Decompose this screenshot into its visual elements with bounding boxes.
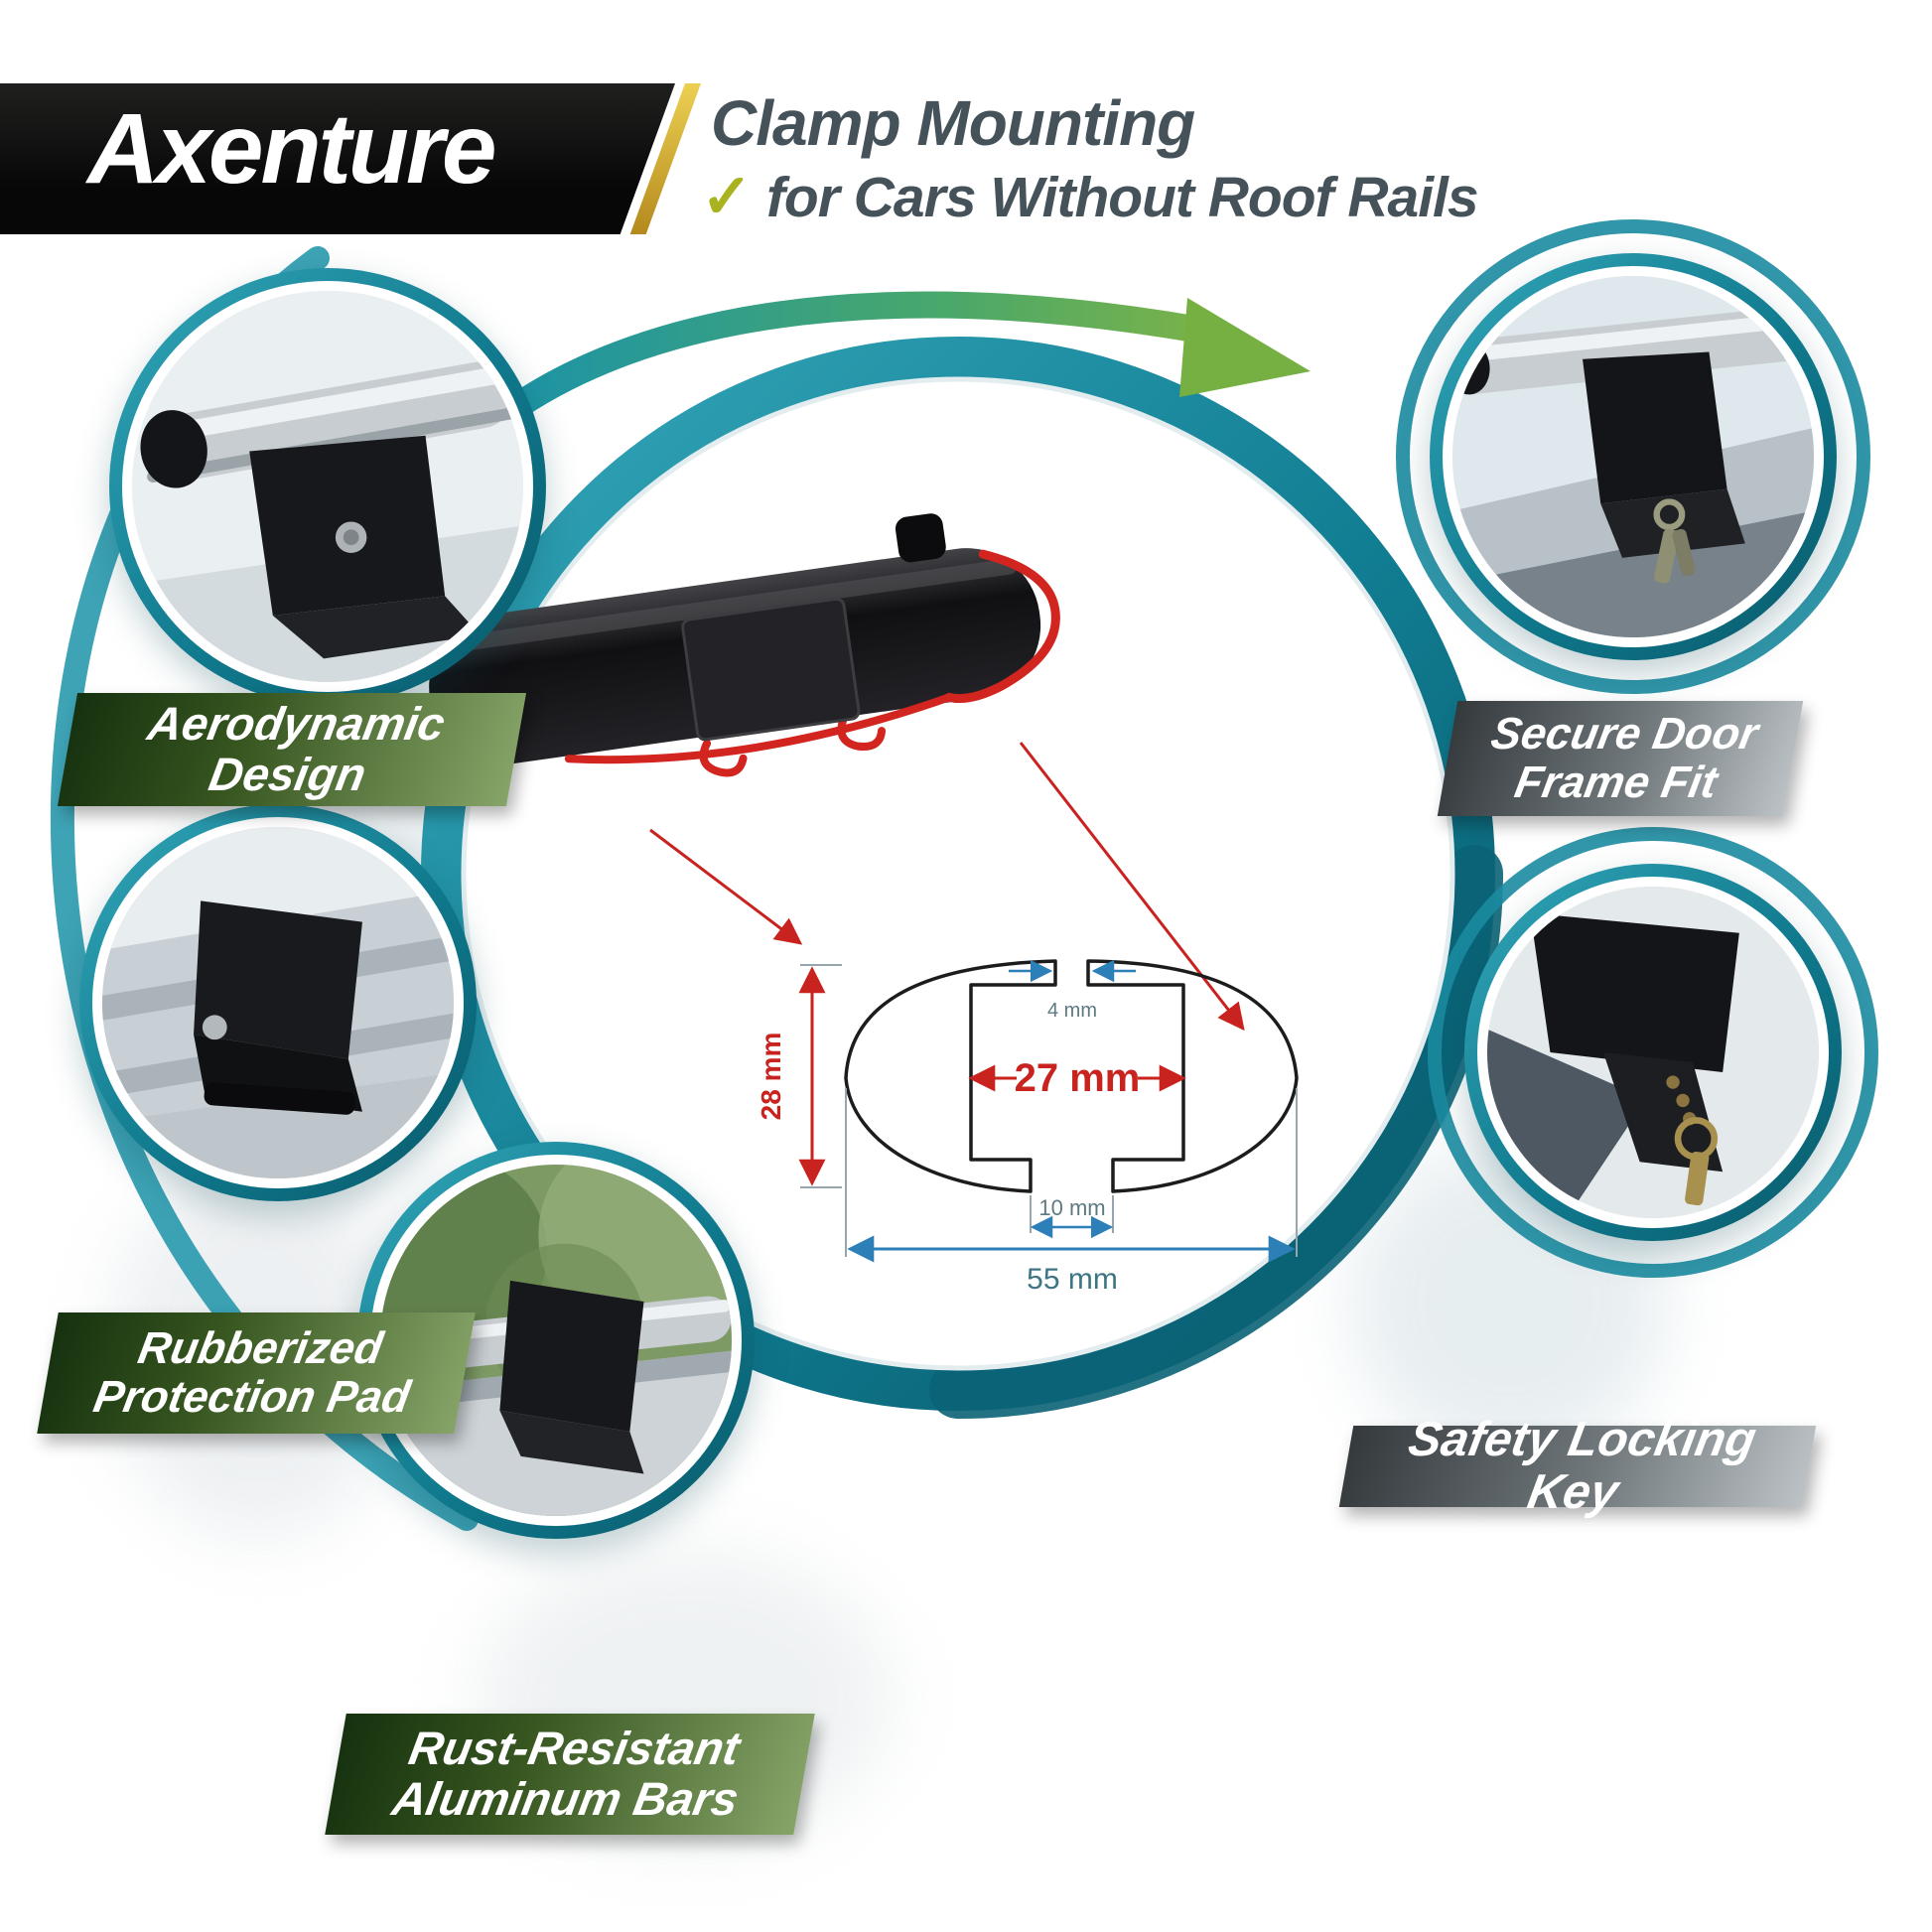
dim-10mm-label: 10 mm [1038,1195,1105,1220]
label-rust-resistant-aluminum-bars: Rust-Resistant Aluminum Bars [325,1714,815,1835]
title-line1: Clamp Mounting [711,87,1195,159]
label-aerodynamic-design: Aerodynamic Design [57,693,527,806]
photo-aerodynamic-bar [132,291,523,682]
feature-circle-secure-fit [1430,253,1837,660]
photo-rubberized-pad [102,827,454,1178]
dim-27mm-label: 27 mm [1015,1056,1141,1100]
feature-circle-rubberized [79,804,477,1201]
circle-white-rim [92,817,464,1188]
label-line: Design [205,748,370,800]
label-rubberized-protection-pad: Rubberized Protection Pad [37,1312,476,1434]
brand-logo: Axenture [87,93,496,205]
circle-white-rim [122,281,533,692]
dim-4mm-label: 4 mm [1047,1000,1097,1022]
label-line: Aerodynamic [144,697,450,751]
photo-door-frame-clamp [1452,276,1814,637]
label-line: Safety Locking Key [1404,1413,1760,1519]
label-line: Secure Door [1487,708,1762,759]
label-line: Protection Pad [89,1371,415,1422]
label-line: Rubberized [134,1322,387,1374]
circle-white-rim [1443,266,1824,647]
feature-circle-safety-key [1464,864,1842,1241]
title-line2: for Cars Without Roof Rails [765,165,1479,229]
dimension-drawing: 4 mm 27 mm 28 mm 10 mm 55 mm [756,959,1299,1296]
circle-white-rim [1477,877,1829,1228]
dim-28mm-label: 28 mm [756,1033,786,1121]
label-safety-locking-key: Safety Locking Key [1338,1413,1817,1519]
dim-55mm-label: 55 mm [1027,1263,1118,1296]
header: Axenture Clamp Mounting ✓ for Cars Witho… [0,0,1932,258]
flow-arrow [483,291,1211,435]
title-line2-row: ✓ for Cars Without Roof Rails [701,163,1479,231]
leader-lines [649,742,1245,1032]
photo-locking-key [1487,887,1819,1218]
label-line: Rust-Resistant [405,1722,745,1775]
feature-circle-aerodynamic [109,268,546,705]
label-secure-door-frame-fit: Secure Door Frame Fit [1437,701,1804,816]
flow-arrow-head [1179,298,1311,397]
checkmark-icon: ✓ [701,163,753,231]
label-line: Aluminum Bars [388,1772,744,1825]
label-line: Frame Fit [1511,757,1722,807]
